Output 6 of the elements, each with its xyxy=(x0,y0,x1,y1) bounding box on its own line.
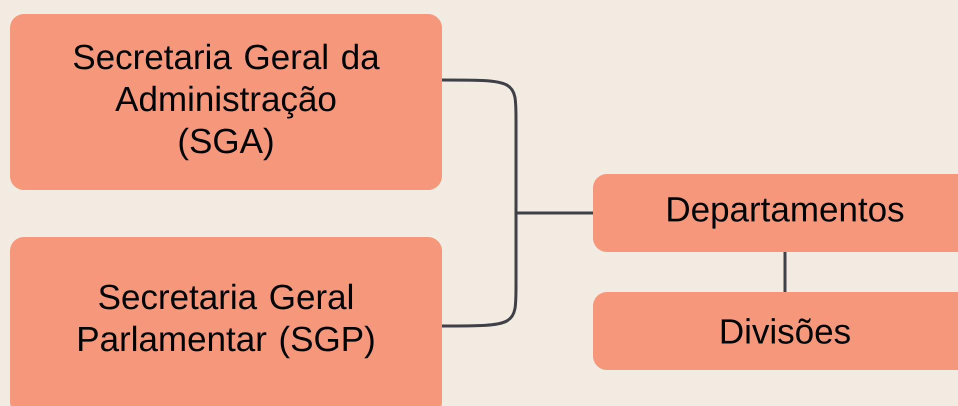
process-box: Secretaria Geral Parlamentar (SGP) xyxy=(10,237,442,406)
process-box: Departamentos xyxy=(593,174,958,252)
process-box: Divisões xyxy=(593,292,958,370)
connector-line xyxy=(784,252,786,292)
process-box: Secretaria Geral da Administração (SGA) xyxy=(10,14,442,190)
connector-line xyxy=(442,212,593,328)
